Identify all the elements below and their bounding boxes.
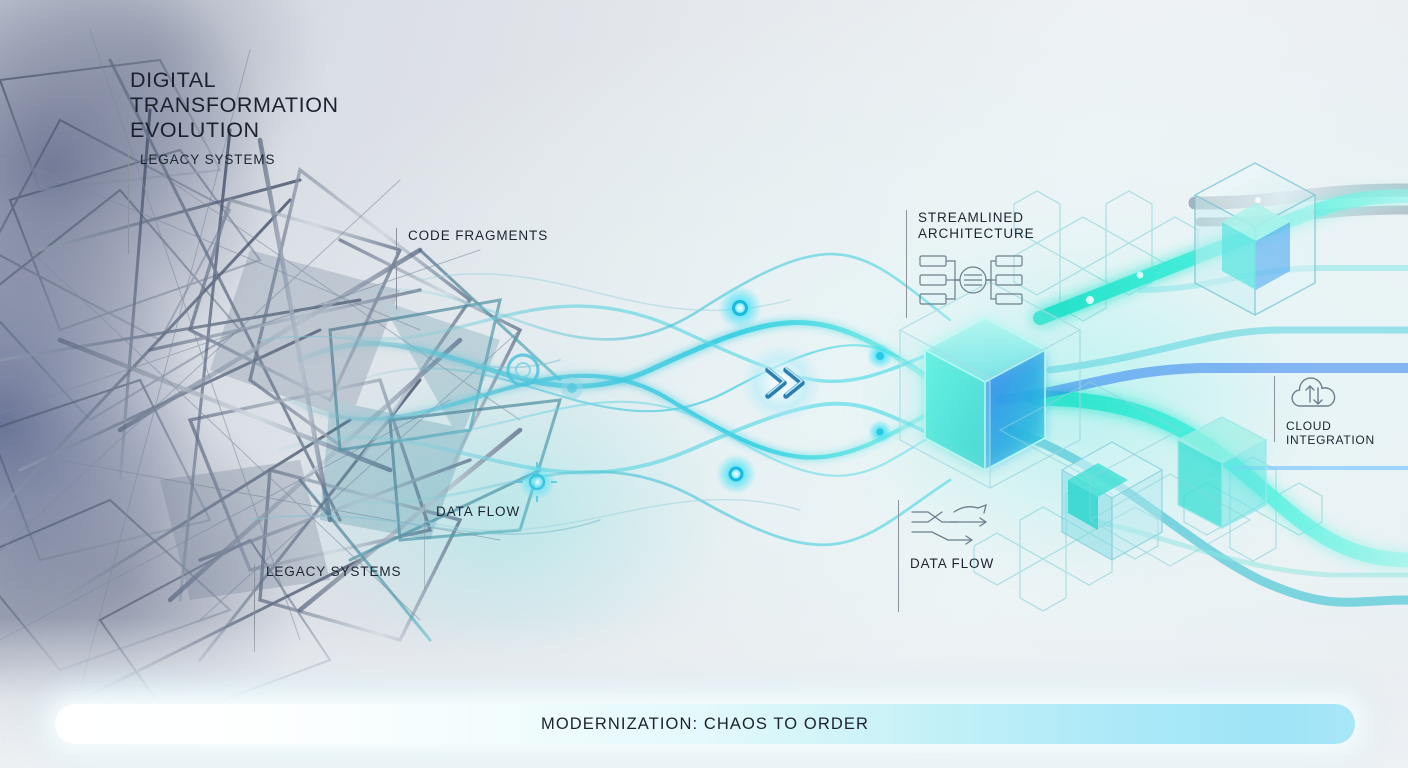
callout-body-text	[408, 251, 573, 269]
banner-label: MODERNIZATION: CHAOS TO ORDER	[540, 714, 869, 733]
fast-forward-chevron-icon	[742, 344, 820, 422]
core-cube	[923, 317, 1047, 472]
callout-rule	[396, 228, 397, 310]
lower-glass-cube	[1176, 416, 1268, 530]
cloud-sync-icon	[1291, 377, 1336, 407]
callout-title: LEGACY SYSTEMS	[140, 152, 276, 167]
callout-title: LEGACY SYSTEMS	[266, 564, 402, 579]
crossing-arrows-icon	[911, 503, 987, 545]
callout-body-text	[436, 527, 608, 545]
callout-title: CODE FRAGMENTS	[408, 228, 549, 243]
callout-rule	[906, 210, 907, 318]
upper-glass-cube	[1193, 162, 1317, 317]
node-marker	[867, 343, 893, 369]
node-marker	[506, 353, 540, 387]
node-marker	[868, 420, 892, 444]
node-marker	[517, 462, 557, 502]
sub-module-cubes	[1060, 441, 1164, 562]
callout-rule	[424, 504, 425, 590]
callout-rule	[898, 500, 899, 612]
callout-title: CLOUD INTEGRATION	[1286, 419, 1375, 448]
callout-title: DATA FLOW	[436, 504, 521, 519]
callout-rule	[254, 564, 255, 652]
architecture-node-diagram-icon	[919, 255, 1023, 305]
node-marker	[718, 286, 762, 330]
page-title: DIGITAL TRANSFORMATION EVOLUTION	[130, 68, 339, 142]
callout-title: STREAMLINED ARCHITECTURE	[918, 210, 1035, 241]
node-marker	[561, 377, 583, 399]
modernization-banner[interactable]: MODERNIZATION: CHAOS TO ORDER	[55, 704, 1355, 744]
callout-rule	[128, 152, 129, 254]
callout-title: DATA FLOW	[910, 556, 995, 571]
bottom-fade	[0, 618, 1408, 768]
callout-rule	[1274, 376, 1275, 442]
node-marker	[716, 454, 756, 494]
